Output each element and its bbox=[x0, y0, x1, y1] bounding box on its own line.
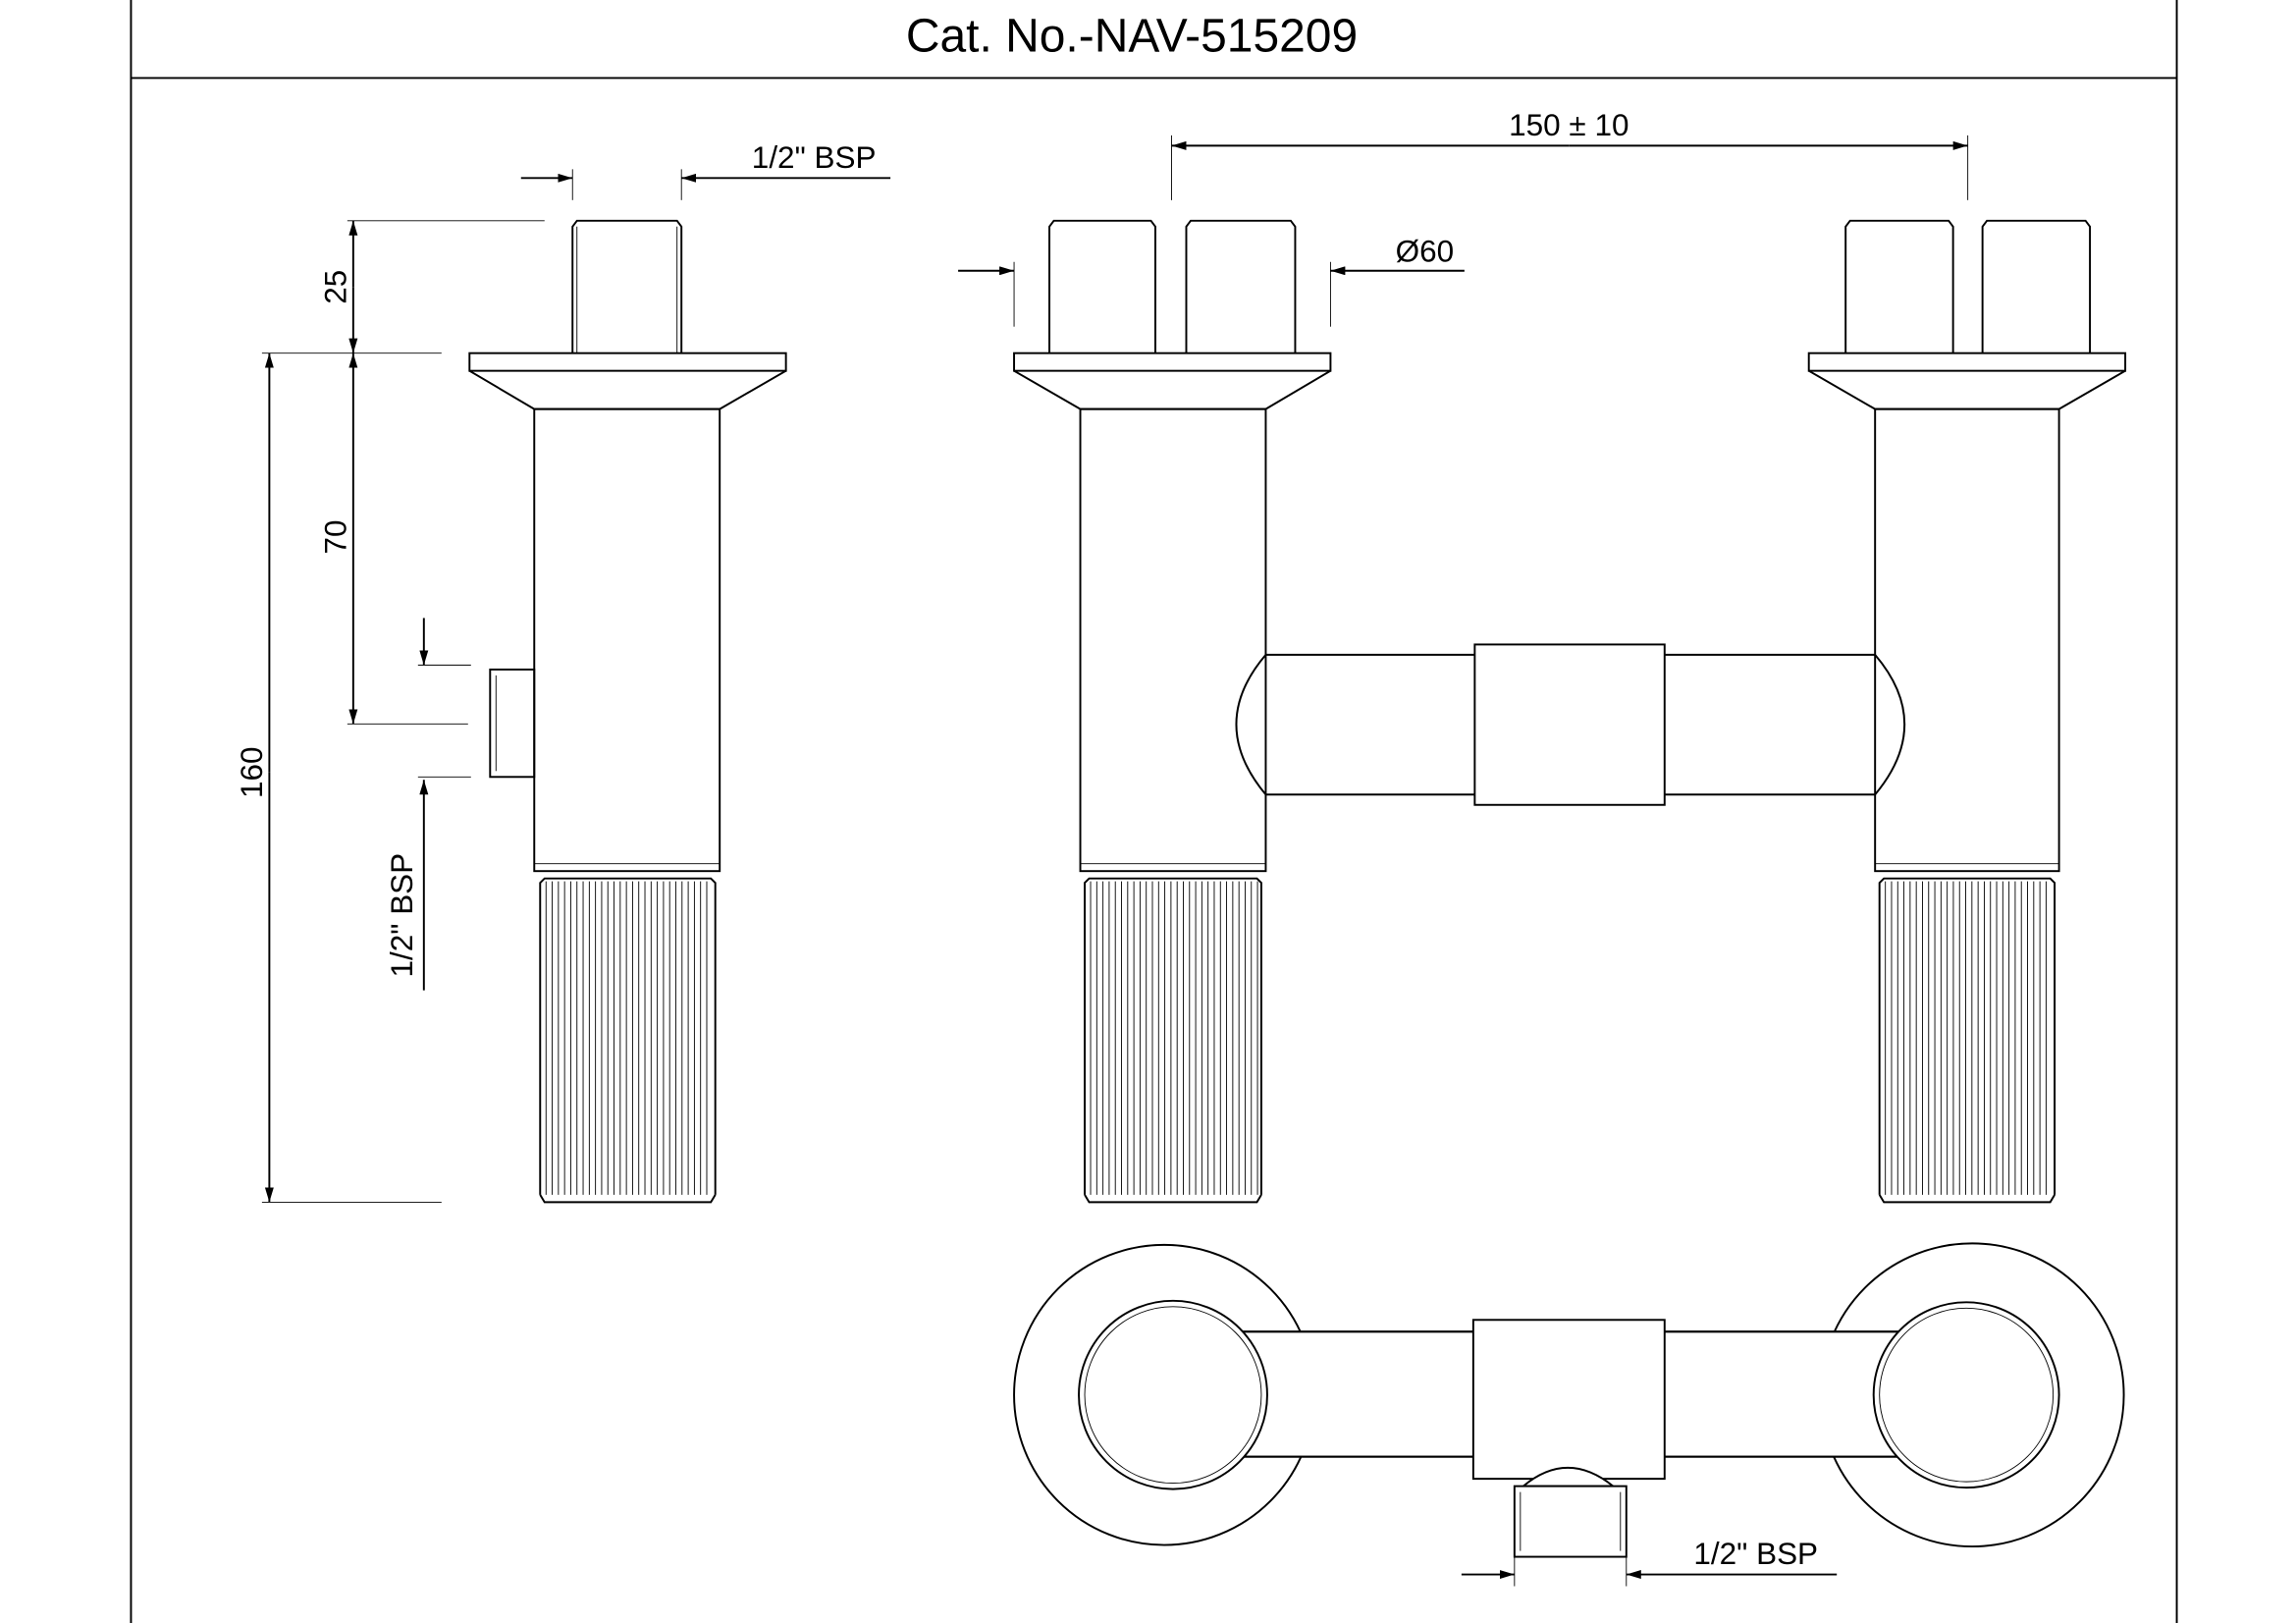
dimension-height-lines bbox=[261, 220, 545, 1203]
drawing-frame bbox=[130, 0, 2178, 1623]
knurled-grip bbox=[1878, 877, 2056, 1195]
dimension-side-outlet bbox=[417, 618, 471, 991]
dimension-label-side-outlet: 1/2" BSP bbox=[385, 853, 419, 978]
dimension-label-top-thread: 1/2" BSP bbox=[752, 140, 877, 175]
dimension-label-bottom-outlet: 1/2" BSP bbox=[1693, 1537, 1818, 1571]
dimension-label-160: 160 bbox=[235, 747, 269, 799]
dimension-label-centers: 150 ± 10 bbox=[1509, 108, 1629, 142]
knurled-grip bbox=[539, 877, 717, 1195]
right-valve bbox=[1807, 219, 2127, 1204]
dimension-label-70: 70 bbox=[318, 520, 352, 555]
front-view bbox=[1013, 219, 2127, 1204]
knurled-grip bbox=[1084, 877, 1262, 1195]
dimension-flange-diameter bbox=[958, 261, 1465, 327]
left-valve bbox=[1013, 219, 1332, 1204]
dimension-bottom-outlet bbox=[1461, 1544, 1838, 1587]
dimension-centers bbox=[1171, 135, 1969, 200]
side-view bbox=[468, 219, 787, 1204]
dimension-label-diameter: Ø60 bbox=[1396, 235, 1454, 269]
dimension-label-25: 25 bbox=[318, 270, 352, 304]
top-view bbox=[1013, 1242, 2125, 1558]
dimension-top-thread bbox=[520, 169, 891, 200]
catalog-number-title: Cat. No.-NAV-515209 bbox=[906, 10, 1358, 62]
cross-pipe bbox=[1235, 643, 1906, 806]
